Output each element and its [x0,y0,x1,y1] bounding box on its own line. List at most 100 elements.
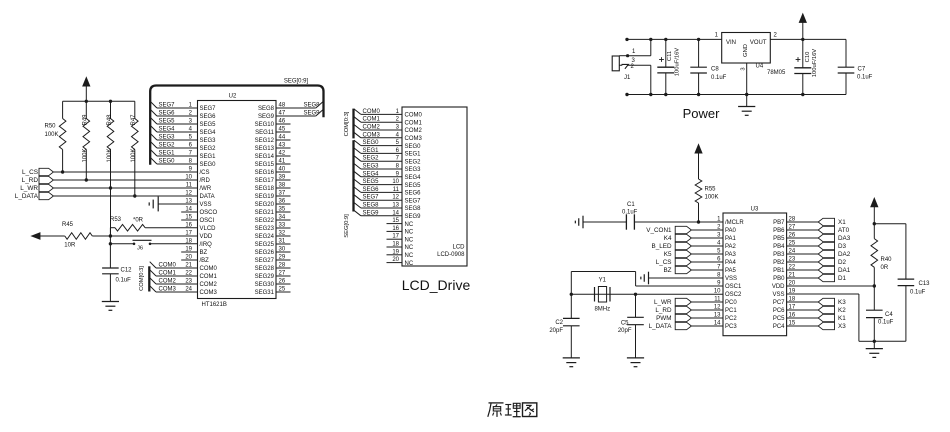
svg-text:46: 46 [279,119,286,125]
svg-text:PA3: PA3 [725,252,737,258]
svg-text:NC: NC [405,261,414,267]
svg-text:VLCD: VLCD [200,226,217,232]
svg-text:C13: C13 [919,281,931,287]
svg-text:33: 33 [279,223,286,229]
svg-text:BZ: BZ [200,250,208,256]
svg-text:SEG4: SEG4 [200,130,217,136]
svg-text:SEG1: SEG1 [405,152,422,158]
svg-text:28: 28 [279,263,286,269]
svg-text:R40: R40 [881,257,893,263]
svg-text:SEG7: SEG7 [159,103,176,109]
svg-text:DA1: DA1 [838,267,851,274]
svg-text:L_RD: L_RD [655,307,672,314]
svg-text:13: 13 [392,203,399,209]
svg-text:0.1uF: 0.1uF [116,278,132,284]
svg-text:SEG9: SEG9 [363,210,380,216]
svg-text:COM0: COM0 [405,113,423,119]
svg-text:1: 1 [632,49,636,55]
svg-text:NC: NC [405,237,414,243]
svg-text:J6: J6 [137,246,143,252]
svg-text:18: 18 [789,297,796,303]
svg-text:2: 2 [717,225,721,231]
svg-text:COM2: COM2 [363,125,381,131]
svg-text:SEG[0:9]: SEG[0:9] [284,79,309,85]
svg-text:BZ: BZ [663,267,671,274]
svg-text:19: 19 [185,247,192,253]
svg-text:25: 25 [279,287,286,293]
svg-text:5: 5 [717,249,721,255]
svg-text:100K: 100K [705,195,719,201]
svg-text:1: 1 [189,103,193,109]
svg-text:COM1: COM1 [159,271,177,277]
svg-text:SEG6: SEG6 [363,187,380,193]
svg-text:16: 16 [789,313,796,319]
svg-text:19: 19 [392,249,399,255]
svg-text:COM1: COM1 [200,274,218,280]
svg-text:SEG27: SEG27 [255,258,275,264]
svg-text:3: 3 [717,233,721,239]
svg-text:21: 21 [789,273,796,279]
svg-text:SEG1: SEG1 [363,148,380,154]
svg-text:17: 17 [789,305,796,311]
svg-text:COM3: COM3 [405,136,423,142]
svg-text:20pF: 20pF [549,328,563,334]
svg-text:K3: K3 [838,299,846,306]
svg-text:0.1uF: 0.1uF [711,75,727,81]
svg-text:18: 18 [392,242,399,248]
svg-text:41: 41 [279,159,286,165]
svg-text:L_WR: L_WR [20,185,38,192]
svg-text:PC1: PC1 [725,308,737,314]
svg-text:PB6: PB6 [773,228,785,234]
svg-text:SEG0: SEG0 [159,159,176,165]
svg-text:SEG14: SEG14 [255,154,275,160]
svg-text:10: 10 [714,289,721,295]
svg-text:0R: 0R [881,265,889,271]
svg-text:11: 11 [714,297,721,303]
svg-text:PB2: PB2 [773,260,785,266]
svg-text:100K: 100K [45,132,59,138]
svg-text:4: 4 [189,127,193,133]
svg-text:SEG12: SEG12 [255,138,275,144]
svg-text:17: 17 [392,234,399,240]
svg-text:VDD: VDD [772,284,785,290]
svg-text:L_RD: L_RD [22,177,39,184]
svg-text:VOUT: VOUT [750,40,767,46]
svg-text:5: 5 [396,140,400,146]
svg-text:SEG8: SEG8 [405,206,422,212]
svg-text:28: 28 [789,217,796,223]
svg-text:38: 38 [279,183,286,189]
svg-text:1: 1 [396,109,400,115]
svg-text:SEG7: SEG7 [363,195,380,201]
svg-text:PB0: PB0 [773,276,785,282]
svg-text:100K: 100K [107,148,113,162]
svg-text:SEG24: SEG24 [255,234,275,240]
svg-text:PB3: PB3 [773,252,785,258]
svg-text:PWM: PWM [656,315,671,322]
svg-text:SEG30: SEG30 [255,282,275,288]
svg-text:13: 13 [714,313,721,319]
svg-text:SEG3: SEG3 [363,164,380,170]
svg-text:SEG21: SEG21 [255,210,275,216]
svg-text:SEG0: SEG0 [363,140,380,146]
svg-text:25: 25 [789,241,796,247]
svg-text:SEG5: SEG5 [363,179,380,185]
svg-text:10R: 10R [64,243,76,249]
svg-text:20: 20 [392,257,399,263]
svg-text:PC3: PC3 [725,324,737,330]
svg-text:J1: J1 [624,75,631,81]
svg-text:23: 23 [789,257,796,263]
svg-text:/RD: /RD [200,178,211,184]
svg-text:DATA: DATA [200,194,215,200]
svg-text:SEG23: SEG23 [255,226,275,232]
svg-text:20: 20 [185,255,192,261]
svg-text:OSCI: OSCI [200,218,215,224]
svg-text:12: 12 [714,305,721,311]
svg-text:22: 22 [789,265,796,271]
svg-text:PB1: PB1 [773,268,785,274]
svg-text:2: 2 [631,64,635,70]
svg-text:0.1uF: 0.1uF [622,210,638,216]
svg-text:SEG9: SEG9 [303,111,320,117]
svg-text:C11: C11 [667,51,673,61]
svg-text:SEG4: SEG4 [363,171,380,177]
svg-text:SEG18: SEG18 [255,186,275,192]
